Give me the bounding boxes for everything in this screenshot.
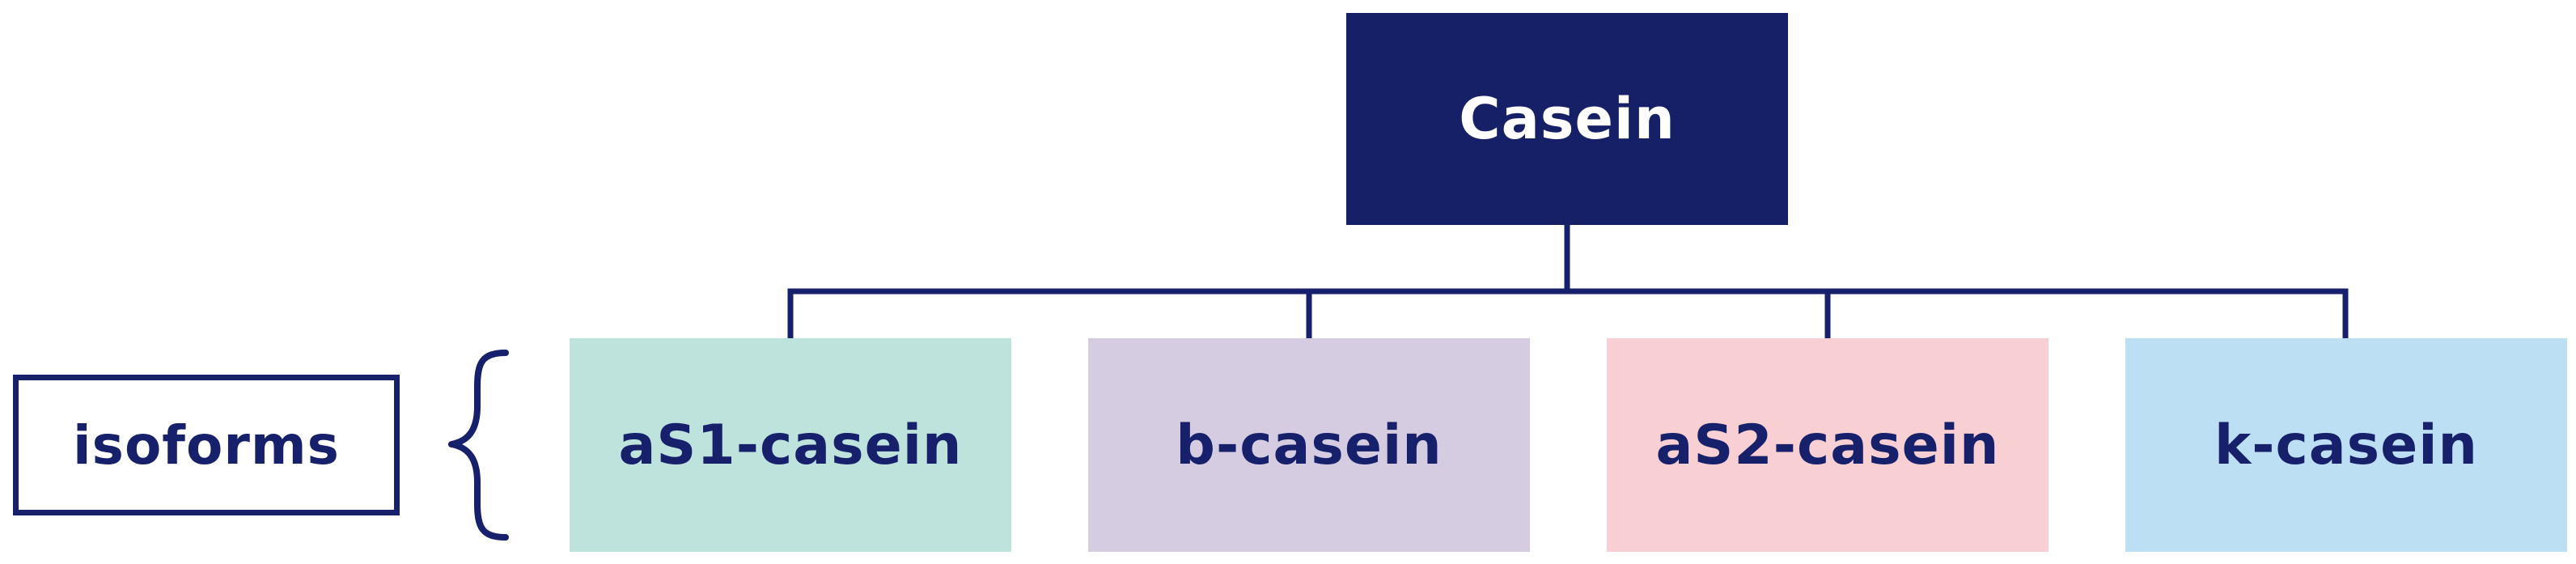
group-label-text: isoforms — [73, 413, 340, 477]
isoform-label: aS2-casein — [1655, 413, 2000, 477]
curly-brace-icon — [448, 350, 509, 541]
isoform-label: k-casein — [2214, 413, 2478, 477]
isoform-node-aS2-casein: aS2-casein — [1607, 338, 2049, 552]
isoform-label: aS1-casein — [618, 413, 963, 477]
isoform-label: b-casein — [1176, 413, 1443, 477]
isoform-node-b-casein: b-casein — [1088, 338, 1530, 552]
isoforms-group-label: isoforms — [13, 375, 400, 515]
root-label: Casein — [1459, 86, 1676, 152]
isoform-node-k-casein: k-casein — [2125, 338, 2567, 552]
casein-root-node: Casein — [1346, 13, 1788, 225]
isoform-node-aS1-casein: aS1-casein — [570, 338, 1011, 552]
